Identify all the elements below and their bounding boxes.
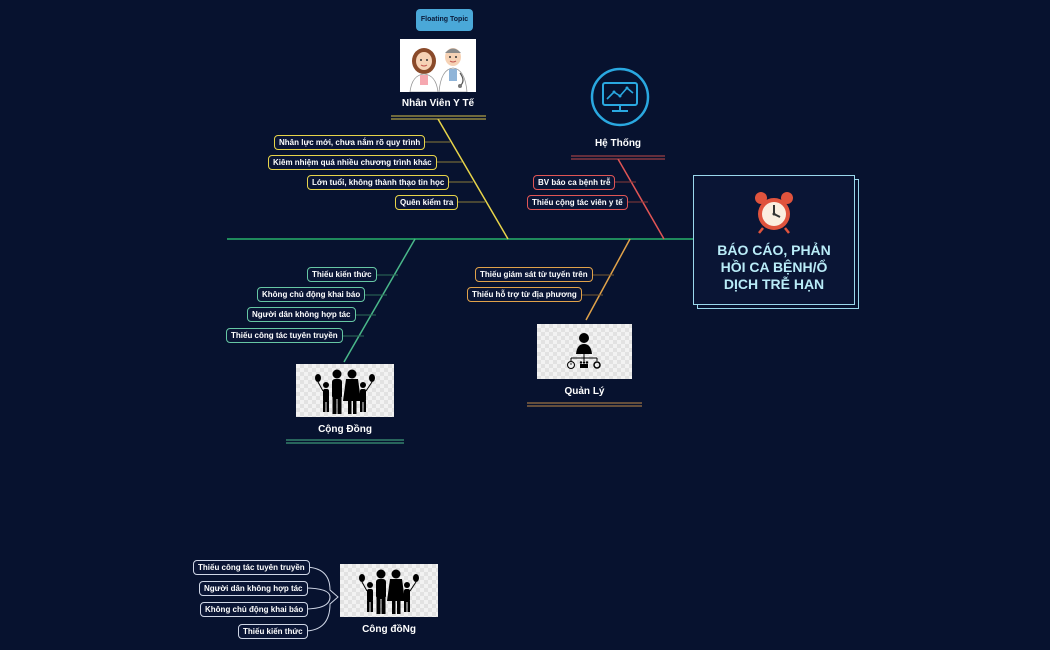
floating-cause-2[interactable]: Người dân không hợp tác xyxy=(199,581,308,596)
category-label-he-thong[interactable]: Hệ Thống xyxy=(594,138,642,149)
floating-cause-4[interactable]: Thiếu kiến thức xyxy=(238,624,308,639)
branch-cong-dong xyxy=(343,238,416,363)
cause-cong-dong-4[interactable]: Thiếu công tác tuyên truyền xyxy=(226,328,343,343)
cause-quan-ly-2[interactable]: Thiếu hỗ trợ từ địa phương xyxy=(467,287,582,302)
cause-he-thong-1[interactable]: BV báo ca bệnh trễ xyxy=(533,175,616,190)
cause-cong-dong-3[interactable]: Người dân không hợp tác xyxy=(247,307,356,322)
family-silhouette-icon xyxy=(296,364,394,417)
cause-nhan-vien-1[interactable]: Nhân lực mới, chưa nắm rõ quy trình xyxy=(274,135,426,150)
cause-nhan-vien-3[interactable]: Lớn tuổi, không thành thạo tin học xyxy=(307,175,450,190)
cause-he-thong-2[interactable]: Thiếu cộng tác viên y tế xyxy=(527,195,628,210)
category-label-cong-dong[interactable]: Cộng Đồng xyxy=(318,424,372,435)
doctors-illustration xyxy=(400,39,476,92)
category-label-nhan-vien[interactable]: Nhân Viên Y Tế xyxy=(401,98,475,109)
floating-topic[interactable]: Floating Topic xyxy=(416,9,473,31)
cause-nhan-vien-4[interactable]: Quên kiểm tra xyxy=(395,195,459,210)
branch-quan-ly xyxy=(585,238,631,321)
cause-cong-dong-1[interactable]: Thiếu kiến thức xyxy=(307,267,377,282)
cause-quan-ly-1[interactable]: Thiếu giám sát từ tuyến trên xyxy=(475,267,593,282)
cause-cong-dong-2[interactable]: Không chủ động khai báo xyxy=(257,287,366,302)
floating-cause-1[interactable]: Thiếu công tác tuyên truyền xyxy=(193,560,310,575)
floating-cause-3[interactable]: Không chủ động khai báo xyxy=(200,602,309,617)
cause-nhan-vien-2[interactable]: Kiêm nhiệm quá nhiều chương trình khác xyxy=(268,155,437,170)
category-label-quan-ly[interactable]: Quản Lý xyxy=(564,386,605,397)
monitor-chart-icon xyxy=(590,67,650,127)
fishbone-head[interactable]: BÁO CÁO, PHẢN HỒI CA BỆNH/Ổ DỊCH TRỄ HẠN xyxy=(693,175,855,305)
branch-he-thong xyxy=(617,158,665,240)
head-title: BÁO CÁO, PHẢN HỒI CA BỆNH/Ổ DỊCH TRỄ HẠN xyxy=(717,242,831,292)
floating-group-label[interactable]: Công đồNg xyxy=(362,624,416,635)
alarm-clock-icon xyxy=(755,192,793,234)
manager-org-icon xyxy=(537,324,632,379)
family-silhouette-icon xyxy=(340,564,438,617)
branch-nhan-vien xyxy=(437,118,509,240)
